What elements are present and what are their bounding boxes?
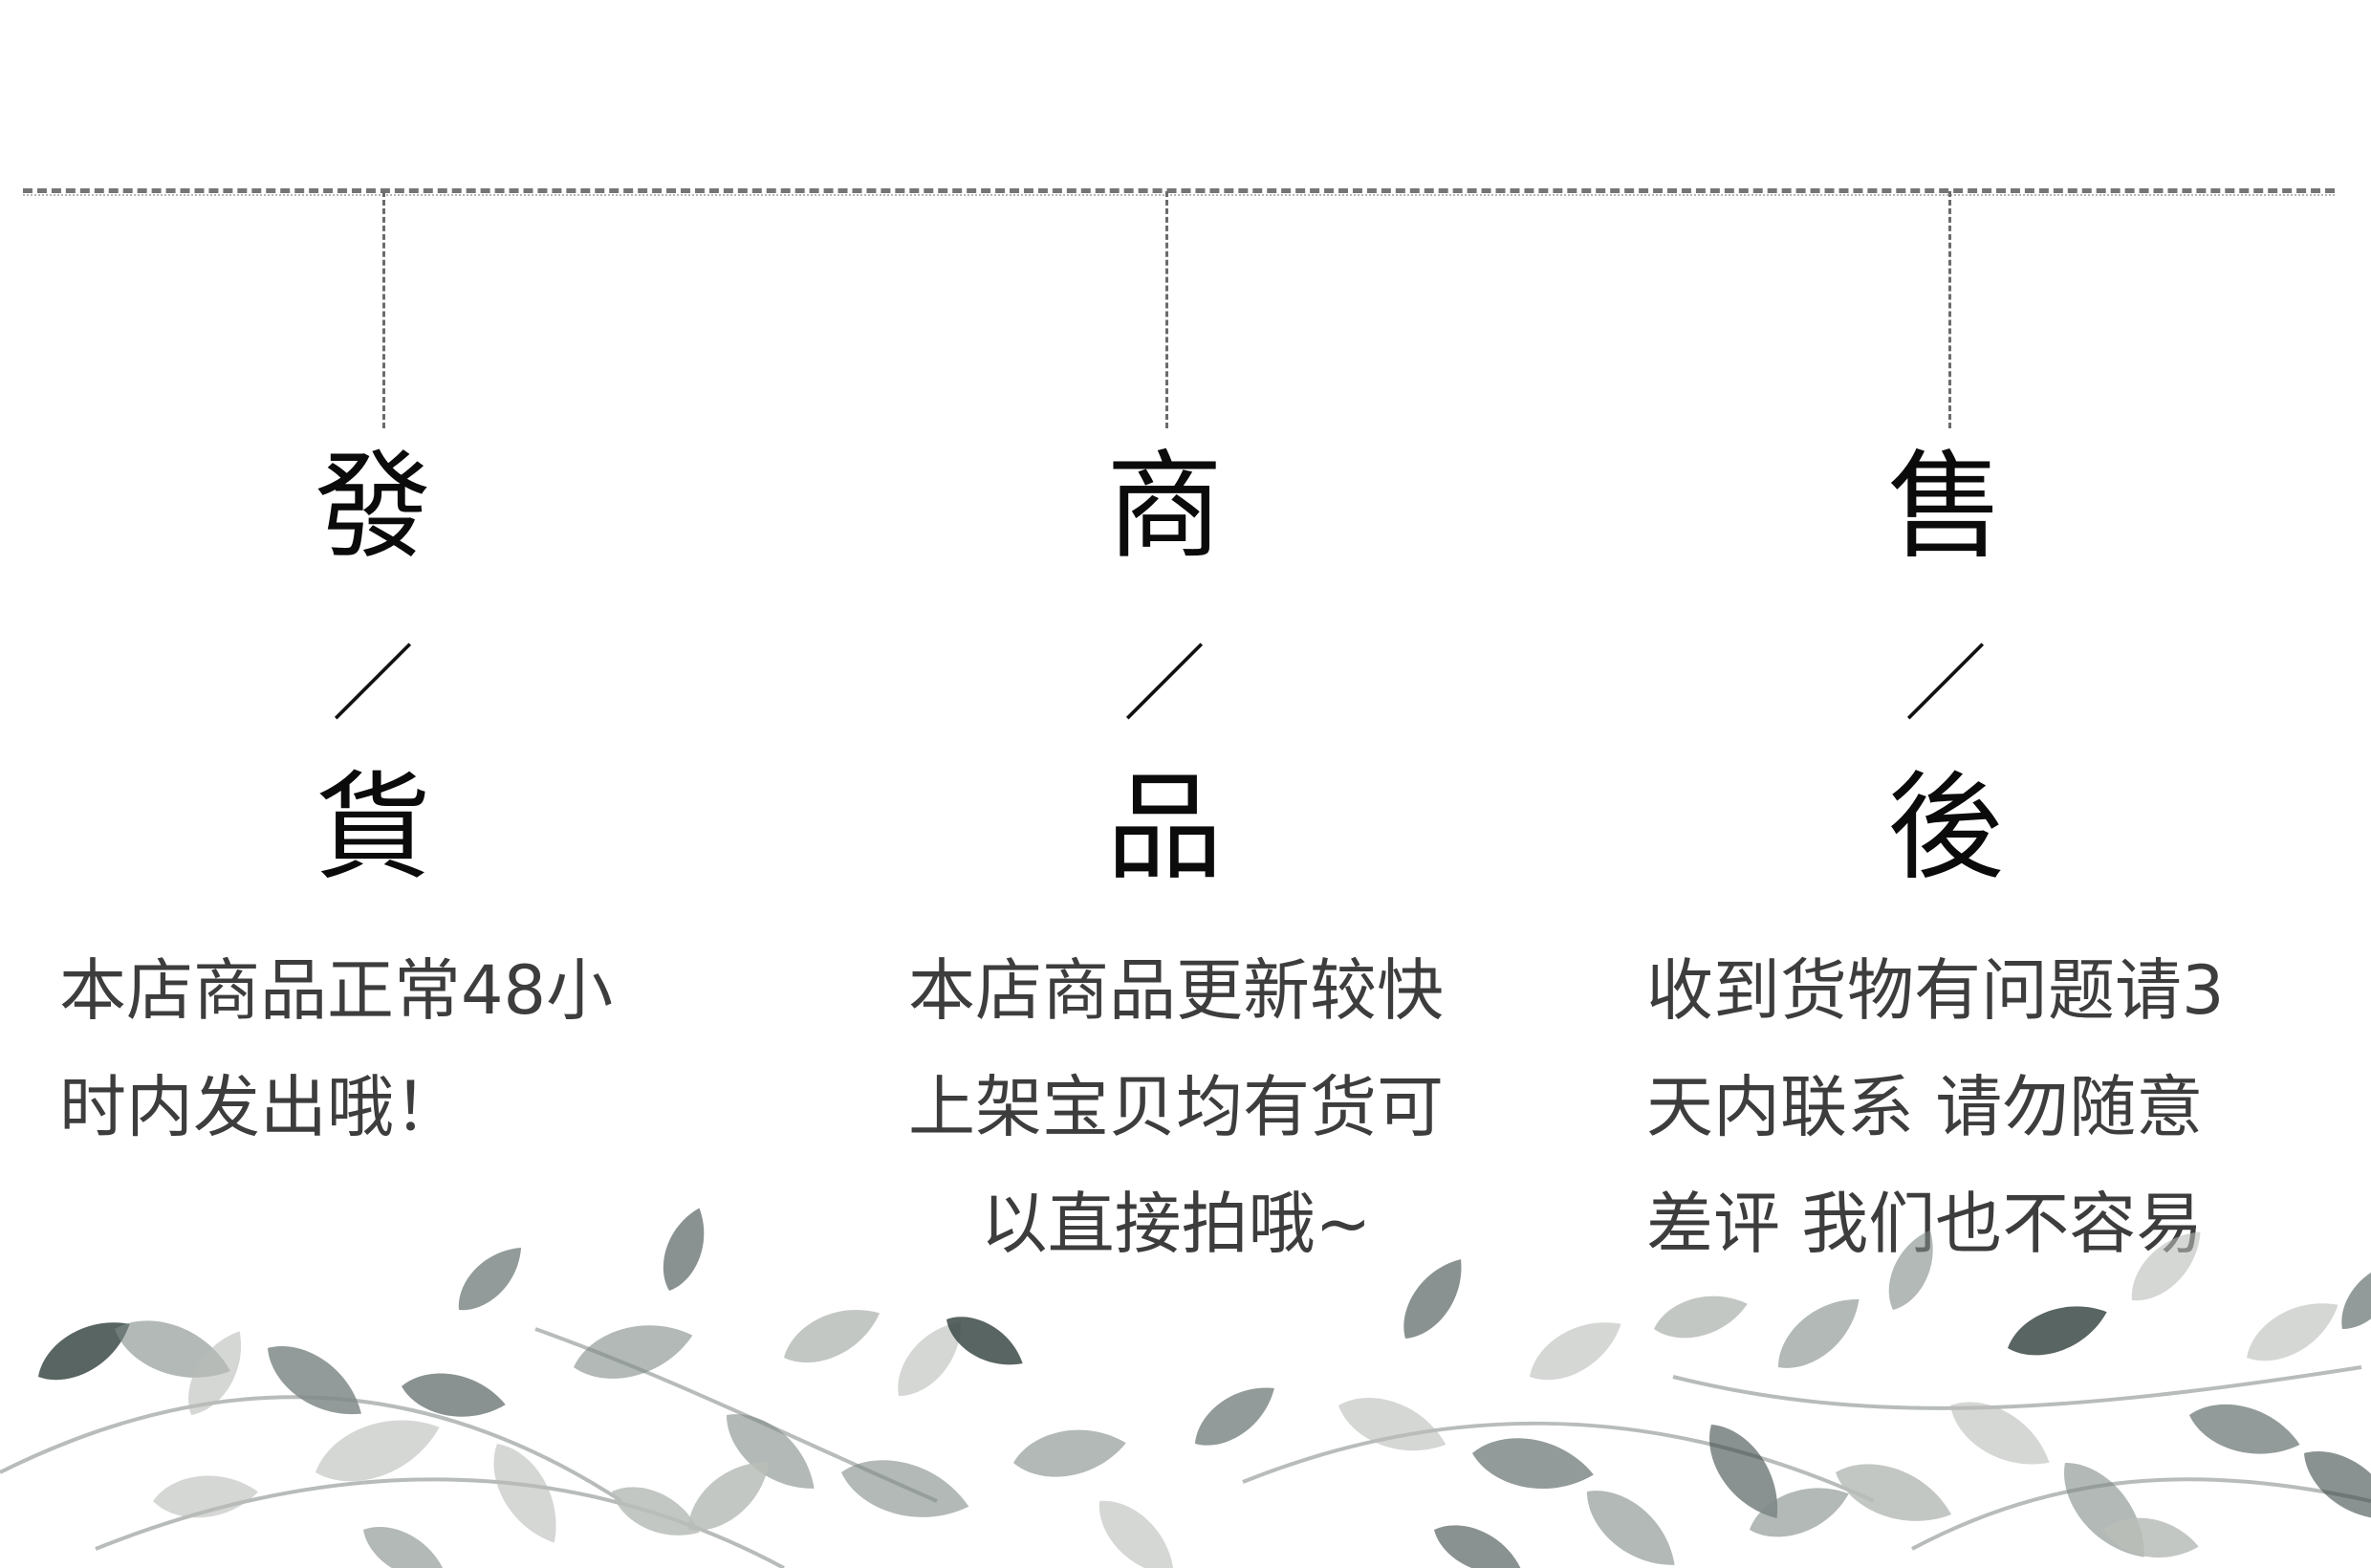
leaf-shape	[834, 1447, 976, 1532]
leaf-shape	[477, 1432, 575, 1555]
leaf-shape	[2183, 1393, 2306, 1467]
shipping-heading-bottom-char: 貨	[315, 760, 431, 896]
leaf-shape	[653, 1202, 716, 1297]
shipping-heading-top-char: 發	[315, 439, 431, 575]
aftersales-description-line: 收到货物有问题请3	[1646, 951, 2225, 1030]
shipping-description-line: 本店商品正常48小	[59, 951, 614, 1030]
watercolor-leaves-illustration	[0, 1202, 2371, 1568]
aftersales-heading: 售 ／ 後	[1611, 440, 2280, 895]
aftersales-heading-bottom-char: 後	[1887, 760, 2004, 896]
shipping-heading: 發 ／ 貨	[38, 440, 707, 895]
leaf-shape	[254, 1329, 375, 1432]
aftersales-description: 收到货物有问题请3 天内联系 请勿随意 差评 我们也不容易	[1646, 932, 2225, 1282]
leaf-shape	[2329, 1250, 2371, 1340]
leaf-shape	[1084, 1486, 1189, 1568]
leaf-shape	[151, 1470, 260, 1522]
leaf-shape	[1877, 1222, 1947, 1318]
leaf-shape	[1389, 1248, 1477, 1350]
products-heading: 商 ／ 品	[830, 440, 1499, 895]
leaf-shape	[1519, 1306, 1632, 1395]
leaf-shape	[354, 1513, 457, 1568]
leaf-shape	[1765, 1283, 1873, 1383]
hanging-rail	[23, 188, 2335, 193]
leaf-shape	[2000, 1292, 2115, 1368]
products-description-line: 上架宝贝均有货可	[908, 1068, 1444, 1146]
leaf-shape	[2118, 1218, 2214, 1315]
products-heading-slash: ／	[1123, 637, 1206, 732]
aftersales-heading-slash: ／	[1904, 637, 1987, 732]
hanging-string-aftersales	[1948, 191, 1951, 428]
leaf-shape	[2236, 1287, 2349, 1376]
shipping-heading-slash: ／	[332, 637, 414, 732]
products-heading-bottom-char: 品	[1106, 760, 1223, 896]
leaf-shape	[1009, 1421, 1130, 1486]
leaf-shape	[1648, 1285, 1752, 1348]
shipping-description: 本店商品正常48小 时内发出哦！	[59, 932, 613, 1165]
products-heading-top-char: 商	[1106, 439, 1223, 575]
hanging-string-shipping	[382, 191, 385, 428]
hanging-string-products	[1165, 191, 1168, 428]
leaf-shape	[398, 1365, 510, 1426]
aftersales-description-line: 天内联系 请勿随意	[1646, 1068, 2204, 1146]
leaf-shape	[446, 1235, 533, 1322]
aftersales-heading-top-char: 售	[1887, 439, 2004, 575]
shipping-description-line: 时内发出哦！	[59, 1068, 461, 1146]
leaf-shape	[1184, 1372, 1286, 1460]
leaf-shape	[1330, 1383, 1454, 1466]
leaf-shape	[28, 1306, 141, 1395]
products-description-line: 以直接拍哦~	[980, 1185, 1372, 1263]
leaf-shape	[1468, 1429, 1599, 1499]
leaf-shape	[774, 1294, 889, 1377]
products-description-line: 本店商品更新较快	[908, 951, 1444, 1030]
leaf-shape	[2291, 1434, 2371, 1537]
leaf-shape	[1572, 1474, 1689, 1568]
leaf-shape	[1939, 1385, 2061, 1483]
products-description: 本店商品更新较快 上架宝贝均有货可 以直接拍哦~	[860, 932, 1491, 1282]
leaf-shape	[567, 1312, 699, 1391]
leaf-shape	[1425, 1513, 1531, 1568]
hanging-rail-shadow	[23, 194, 2335, 196]
